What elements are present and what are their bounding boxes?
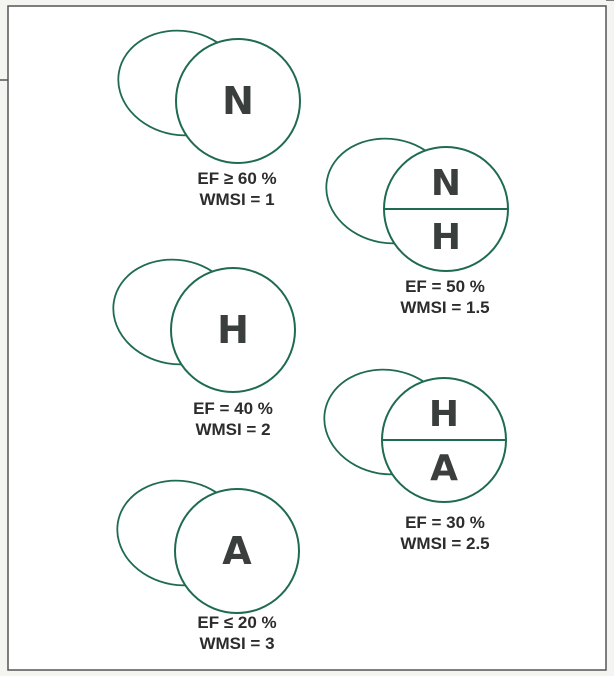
caption-hypokinetic-akinetic: EF = 30 % WMSI = 2.5	[365, 512, 525, 554]
caption-normal: EF ≥ 60 % WMSI = 1	[157, 168, 317, 210]
wmsi-label: WMSI = 3	[199, 634, 275, 653]
ventricle-diagram-hypokinetic: H	[112, 258, 296, 393]
segment-label-lower: A	[430, 448, 458, 489]
ef-label: EF = 40 %	[193, 399, 273, 418]
segment-label-upper: H	[429, 394, 459, 435]
ventricle-section-circle	[170, 267, 296, 393]
wmsi-label: WMSI = 1	[199, 190, 275, 209]
wmsi-label: WMSI = 2	[195, 420, 271, 439]
ef-label: EF = 30 %	[405, 513, 485, 532]
caption-normal-hypokinetic: EF = 50 % WMSI = 1.5	[365, 276, 525, 318]
ef-label: EF ≤ 20 %	[197, 613, 277, 632]
segment-label: H	[217, 308, 249, 352]
segment-label-lower: H	[431, 217, 461, 258]
ventricle-diagram-hypokinetic-akinetic: HA	[323, 368, 507, 503]
segment-label-upper: N	[431, 163, 461, 204]
ventricle-section-circle	[174, 488, 300, 614]
segment-label: N	[222, 79, 254, 123]
ventricle-diagram-normal: N	[117, 29, 301, 164]
ventricle-diagram-normal-hypokinetic: NH	[325, 137, 509, 272]
wmsi-label: WMSI = 2.5	[400, 534, 490, 553]
ventricle-section-circle	[175, 38, 301, 164]
ef-label: EF = 50 %	[405, 277, 485, 296]
segment-label: A	[222, 529, 252, 573]
caption-akinetic: EF ≤ 20 % WMSI = 3	[157, 612, 317, 654]
ventricle-diagram-akinetic: A	[116, 479, 300, 614]
ef-label: EF ≥ 60 %	[197, 169, 277, 188]
wmsi-label: WMSI = 1.5	[400, 298, 490, 317]
figure-panel	[7, 5, 607, 671]
caption-hypokinetic: EF = 40 % WMSI = 2	[153, 398, 313, 440]
